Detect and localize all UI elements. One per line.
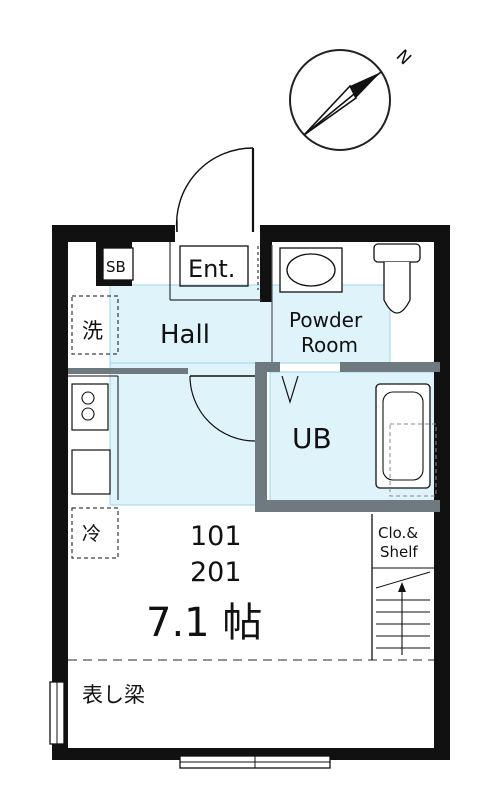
entrance-door-arc [175,147,254,233]
bathtub [375,383,431,489]
bath-door [281,375,299,405]
fridge-space [71,507,119,559]
partition-bath-bottom [255,500,440,512]
label-unit-bath: UB [292,422,332,455]
label-unit-101: 101 [190,521,242,552]
compass-north-label: N [392,46,415,69]
compass-needle-south [303,84,358,136]
stove-burner-icon [81,407,95,421]
washer-space [71,295,119,355]
label-closet-1: Clo.& [378,524,418,542]
partition-kitchen-top [68,368,188,374]
stove [71,383,109,431]
label-exposed-beam: 表し梁 [82,683,145,707]
wall-pier-entry [260,242,272,302]
stair-arrow-head-icon [398,582,406,592]
compass: N [289,46,415,151]
label-room-size: 7.1 帖 [146,600,262,646]
label-entrance: Ent. [188,255,235,283]
label-powder-room-2: Room [301,333,358,357]
wall-top-right [260,225,450,242]
label-powder-room-1: Powder [289,308,363,332]
entrance-door [175,147,255,233]
label-sb: SB [106,258,126,276]
shoe-box [102,247,134,281]
fixtures [68,243,437,559]
kitchen-door-arc [189,375,256,442]
hall-highlight [109,284,391,364]
entrance-mat [179,245,249,287]
stair-treads [375,571,431,649]
toilet-bowl-icon [383,262,411,314]
label-hall: Hall [160,320,210,350]
toilet-tank [373,243,421,263]
wall-left [52,225,68,760]
kitchen-highlight [109,362,263,506]
wall-bottom [52,748,450,760]
stove-burner-icon [81,391,95,405]
compass-axis [303,71,382,136]
closet-stair [371,514,434,660]
kitchen-door [189,375,256,442]
label-unit-201: 201 [190,557,242,588]
windows [49,681,331,769]
powder-sink-basin [286,253,336,287]
partitions [68,242,440,661]
powder-sink-counter [279,247,343,293]
wall-top-left [52,225,175,242]
label-fridge: 冷 [82,523,101,545]
compass-ring [289,49,391,151]
partition-bath-left [255,362,267,512]
label-washer: 洗 [82,319,103,343]
kitchen-sink [71,449,111,495]
wall-right [434,225,450,760]
label-closet-2: Shelf [380,543,418,561]
